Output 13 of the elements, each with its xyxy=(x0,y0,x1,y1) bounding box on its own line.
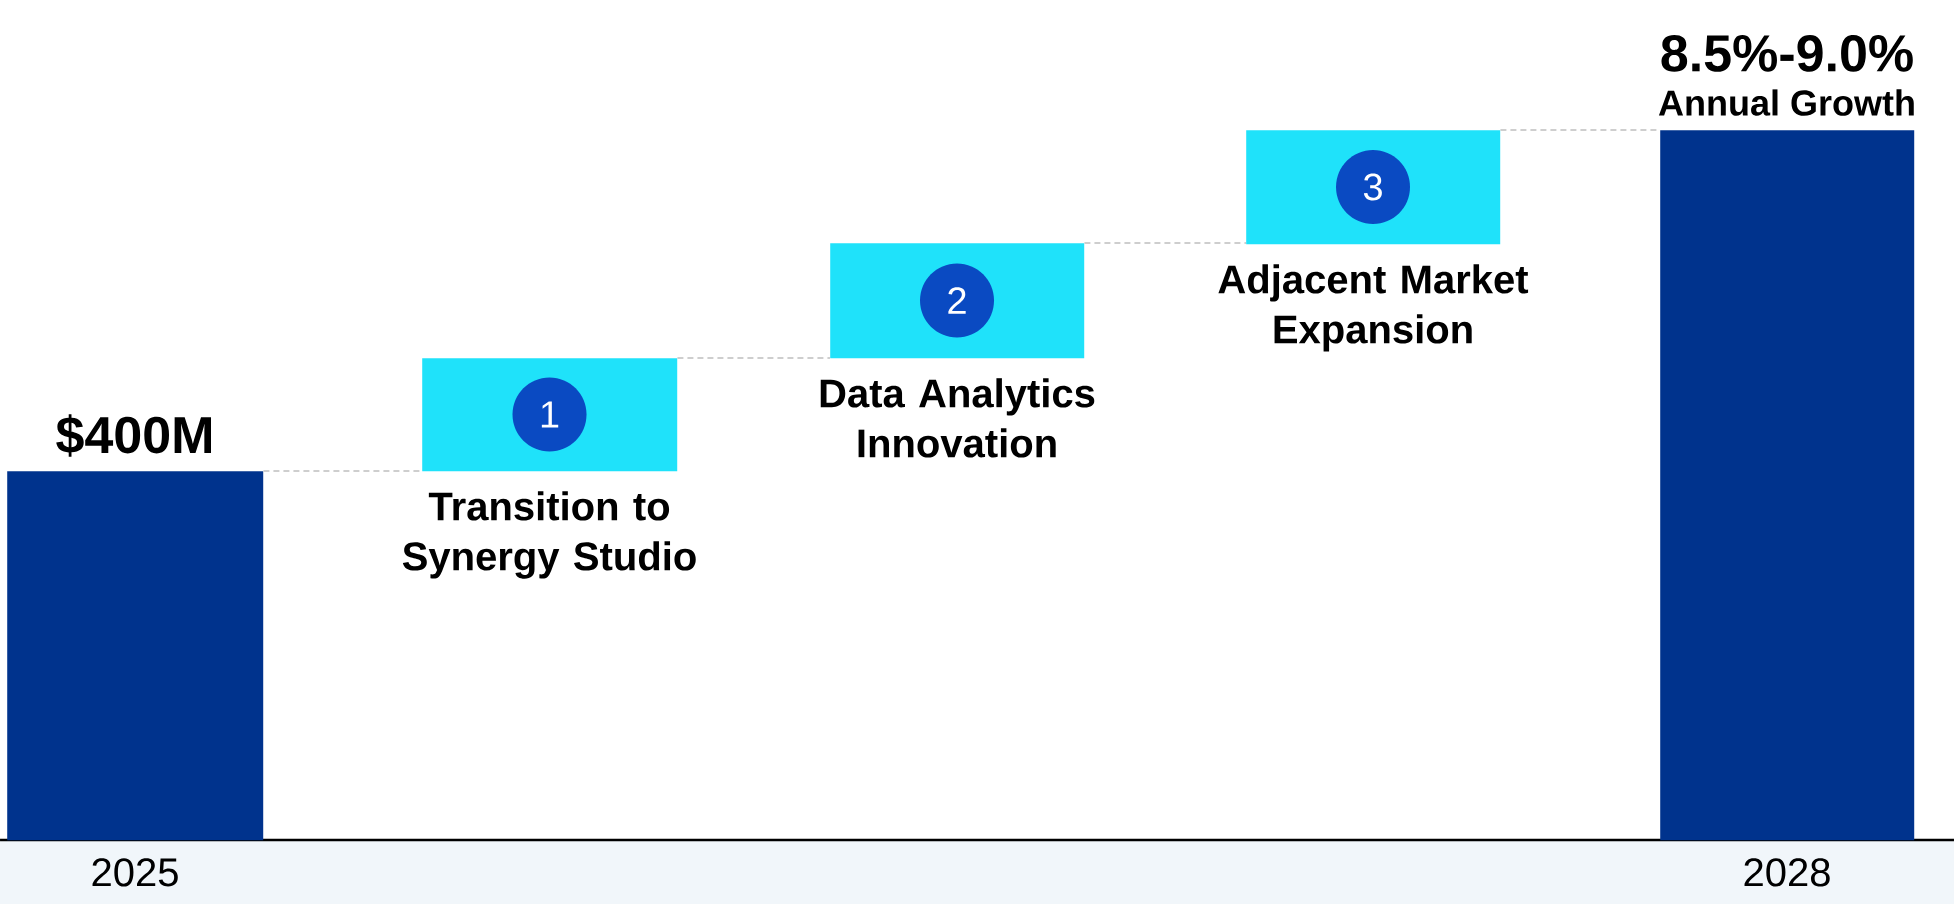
value-label: Annual Growth xyxy=(1658,89,1914,116)
year-label: 2025 xyxy=(92,858,178,887)
step-number: 1 xyxy=(512,377,587,452)
connector-line xyxy=(1083,242,1247,244)
step-number: 2 xyxy=(920,263,994,338)
connector-line xyxy=(676,357,831,359)
year-label: 2028 xyxy=(1744,858,1830,887)
value-label: $400M xyxy=(56,414,211,457)
step-caption: Transition to Synergy Studio xyxy=(402,491,696,579)
step-number: 3 xyxy=(1336,150,1410,224)
step-caption: Data Analytics Innovation xyxy=(820,378,1095,458)
value-label: 8.5%-9.0% xyxy=(1661,35,1913,72)
step-caption: Adjacent Market Expansion xyxy=(1218,264,1529,352)
